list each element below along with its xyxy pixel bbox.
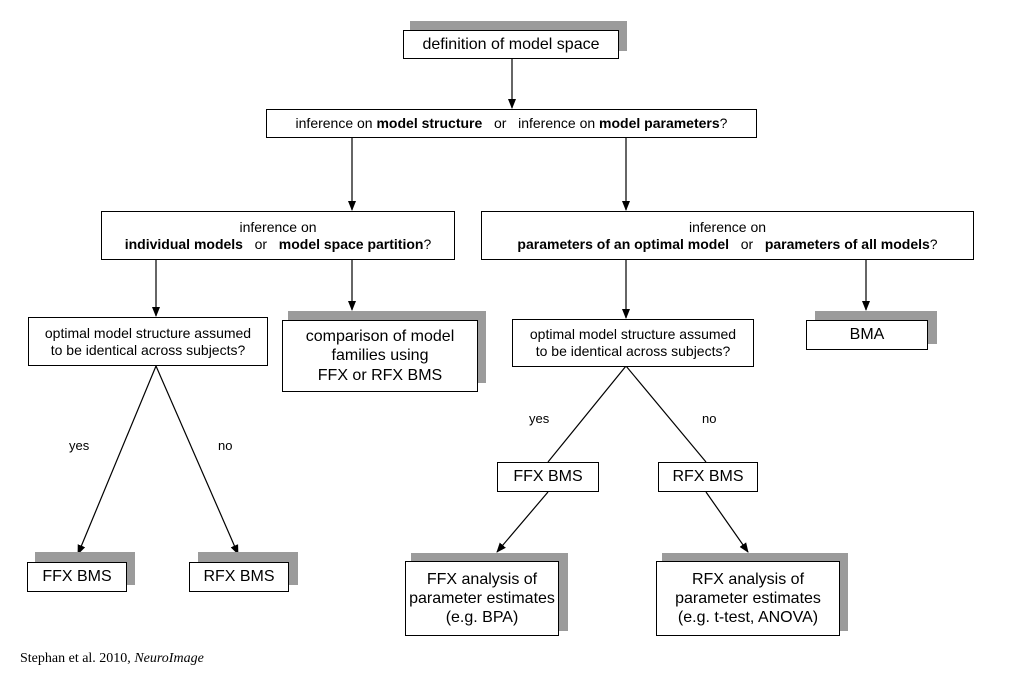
- inference-q-prefix-1: inference on: [295, 115, 377, 132]
- ffx-bms-left-label: FFX BMS: [42, 568, 112, 586]
- inference-q-or: or: [493, 115, 507, 132]
- inference-q-model-structure: model structure: [376, 115, 483, 132]
- bma-label: BMA: [849, 326, 885, 344]
- left-identical-line2: to be identical across subjects?: [50, 341, 246, 358]
- rfx-bms-right-box: RFX BMS: [658, 462, 758, 492]
- rfx-bms-left-label: RFX BMS: [203, 568, 275, 586]
- left-q-individual-models: individual models: [124, 235, 243, 252]
- right-q-parameters-optimal: parameters of an optimal model: [517, 235, 730, 252]
- rfx-analysis-line1: RFX analysis of: [691, 570, 805, 588]
- rfx-analysis-box: RFX analysis of parameter estimates (e.g…: [656, 561, 840, 636]
- rfx-bms-left-box: RFX BMS: [189, 562, 289, 592]
- left-question-line2: individual models or model space partiti…: [125, 236, 432, 253]
- right-no-label: no: [702, 411, 717, 426]
- right-identical-box: optimal model structure assumed to be id…: [512, 319, 754, 367]
- rfx-analysis-line2: parameter estimates: [675, 589, 821, 607]
- left-no-label: no: [218, 438, 233, 453]
- ffx-analysis-line2: parameter estimates: [409, 589, 555, 607]
- comparison-line3: FFX or RFX BMS: [317, 366, 443, 384]
- right-identical-line1: optimal model structure assumed: [529, 326, 737, 343]
- ffx-analysis-line1: FFX analysis of: [426, 570, 538, 588]
- right-q-or: or: [740, 235, 754, 252]
- citation-journal: NeuroImage: [134, 651, 204, 666]
- left-q-model-space-partition: model space partition: [278, 235, 424, 252]
- ffx-bms-right-box: FFX BMS: [497, 462, 599, 492]
- comparison-box: comparison of model families using FFX o…: [282, 320, 478, 392]
- ffx-analysis-line3: (e.g. BPA): [445, 609, 519, 627]
- line-right-yes: [547, 365, 627, 463]
- model-space-box: definition of model space: [403, 30, 619, 59]
- arrow-ffx-to-analysis: [496, 491, 549, 553]
- comparison-line2: families using: [331, 347, 429, 365]
- rfx-bms-right-label: RFX BMS: [672, 468, 744, 486]
- right-identical-line2: to be identical across subjects?: [535, 343, 731, 359]
- inference-q-model-parameters: model parameters: [599, 115, 720, 132]
- right-question-box: inference on parameters of an optimal mo…: [481, 211, 974, 260]
- citation: Stephan et al. 2010, NeuroImage: [20, 651, 204, 667]
- ffx-bms-left-box: FFX BMS: [27, 562, 127, 592]
- ffx-bms-right-label: FFX BMS: [513, 468, 583, 486]
- left-question-box: inference on individual models or model …: [101, 211, 455, 260]
- ffx-analysis-box: FFX analysis of parameter estimates (e.g…: [405, 561, 559, 636]
- left-question-line1: inference on: [239, 218, 317, 235]
- inference-question-box: inference on model structure or inferenc…: [266, 109, 757, 138]
- citation-authors: Stephan et al. 2010,: [20, 651, 135, 666]
- right-yes-label: yes: [529, 411, 550, 426]
- left-identical-box: optimal model structure assumed to be id…: [28, 317, 268, 366]
- right-question-line1: inference on: [688, 218, 767, 235]
- left-q-or: or: [254, 235, 268, 252]
- arrow-left-yes: [77, 365, 157, 555]
- inference-q-question-mark: ?: [719, 115, 728, 132]
- comparison-line1: comparison of model: [305, 328, 455, 346]
- bma-box: BMA: [806, 320, 928, 350]
- rfx-analysis-line3: (e.g. t-test, ANOVA): [677, 609, 819, 627]
- inference-question-text: inference on model structure or inferenc…: [296, 115, 728, 132]
- left-yes-label: yes: [69, 438, 90, 453]
- model-space-label: definition of model space: [422, 35, 600, 53]
- right-q-parameters-all: parameters of all models: [764, 235, 930, 252]
- inference-q-prefix-2: inference on: [518, 115, 600, 132]
- left-q-question-mark: ?: [423, 235, 432, 252]
- left-identical-line1: optimal model structure assumed: [44, 324, 252, 341]
- line-right-no: [625, 365, 707, 463]
- arrow-rfx-to-analysis: [705, 491, 749, 553]
- right-question-line2: parameters of an optimal model or parame…: [517, 236, 937, 253]
- right-q-question-mark: ?: [929, 235, 938, 252]
- arrow-left-no: [155, 365, 239, 555]
